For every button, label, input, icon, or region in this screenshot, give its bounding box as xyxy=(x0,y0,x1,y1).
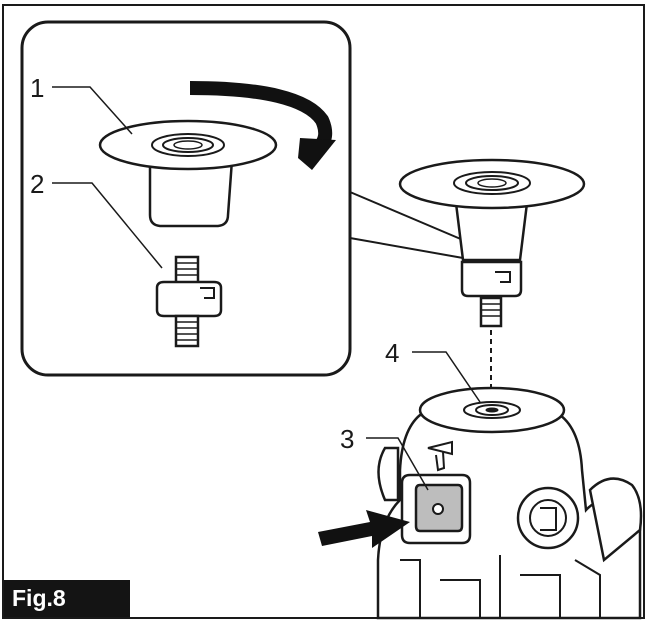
figure-label: Fig.8 xyxy=(4,580,130,617)
stud-adapter-part xyxy=(155,255,223,348)
router-body xyxy=(376,386,643,620)
callout-2: 2 xyxy=(30,169,44,199)
arrow-right-icon xyxy=(318,510,410,548)
callout-4: 4 xyxy=(385,338,399,368)
callout-1: 1 xyxy=(30,73,44,103)
zoom-connector xyxy=(349,191,464,259)
callout-leaders-right xyxy=(366,351,481,491)
assembled-guide-part xyxy=(398,158,586,328)
template-guide-part xyxy=(98,119,278,228)
lock-button xyxy=(400,473,472,545)
callout-3: 3 xyxy=(340,424,354,454)
curved-arrow-icon xyxy=(189,81,336,170)
callout-leaders-inset xyxy=(52,86,163,269)
